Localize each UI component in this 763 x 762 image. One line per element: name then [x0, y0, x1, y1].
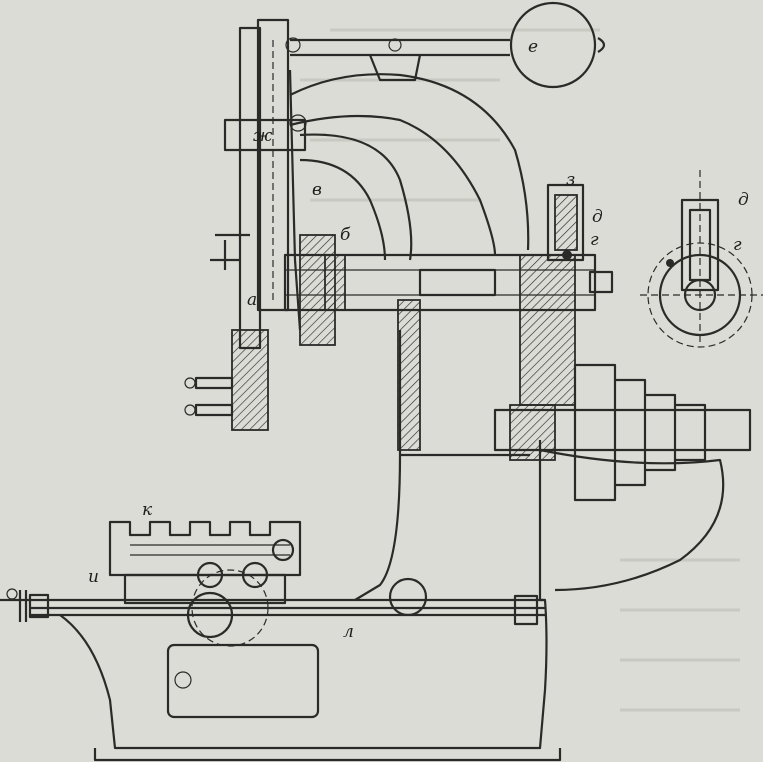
machine-column	[354, 299, 542, 601]
label-g-side: г	[733, 235, 742, 255]
slide-clamp	[223, 118, 307, 152]
label-v: в	[312, 180, 322, 200]
vertical-ram	[184, 18, 307, 431]
base-access-door	[166, 643, 320, 719]
label-e: е	[528, 37, 538, 57]
machine-base	[59, 598, 562, 762]
counterweight-ball	[509, 1, 597, 89]
label-d-side: д	[738, 190, 749, 210]
drive-wheel	[388, 577, 428, 617]
table-feed-wheel	[186, 591, 234, 639]
label-k: к	[142, 500, 153, 520]
tool-holder-lower	[194, 403, 234, 417]
label-l: л	[343, 622, 354, 642]
label-g: г	[590, 230, 599, 250]
label-d: д	[592, 207, 603, 227]
shaft-coupling	[513, 594, 539, 626]
door-knob	[174, 671, 192, 689]
feed-shaft-handle	[18, 590, 28, 622]
spindle-housing	[283, 234, 614, 406]
gear-box	[546, 183, 585, 262]
feed-shaft	[0, 588, 545, 626]
callout-labels: а б в г г д д е ж з и к л	[88, 37, 749, 642]
label-b: б	[340, 225, 351, 245]
label-zh: ж	[253, 126, 273, 146]
label-z: з	[566, 170, 575, 190]
side-view-detail	[640, 170, 763, 348]
counterweight-lever	[285, 1, 606, 89]
tool-holder-upper	[194, 376, 234, 390]
overhead-arm	[289, 73, 530, 261]
step-pulley	[493, 363, 752, 592]
label-i: и	[88, 567, 99, 587]
work-table	[108, 520, 428, 647]
ram-handwheel	[210, 233, 250, 270]
label-a: а	[247, 290, 257, 310]
